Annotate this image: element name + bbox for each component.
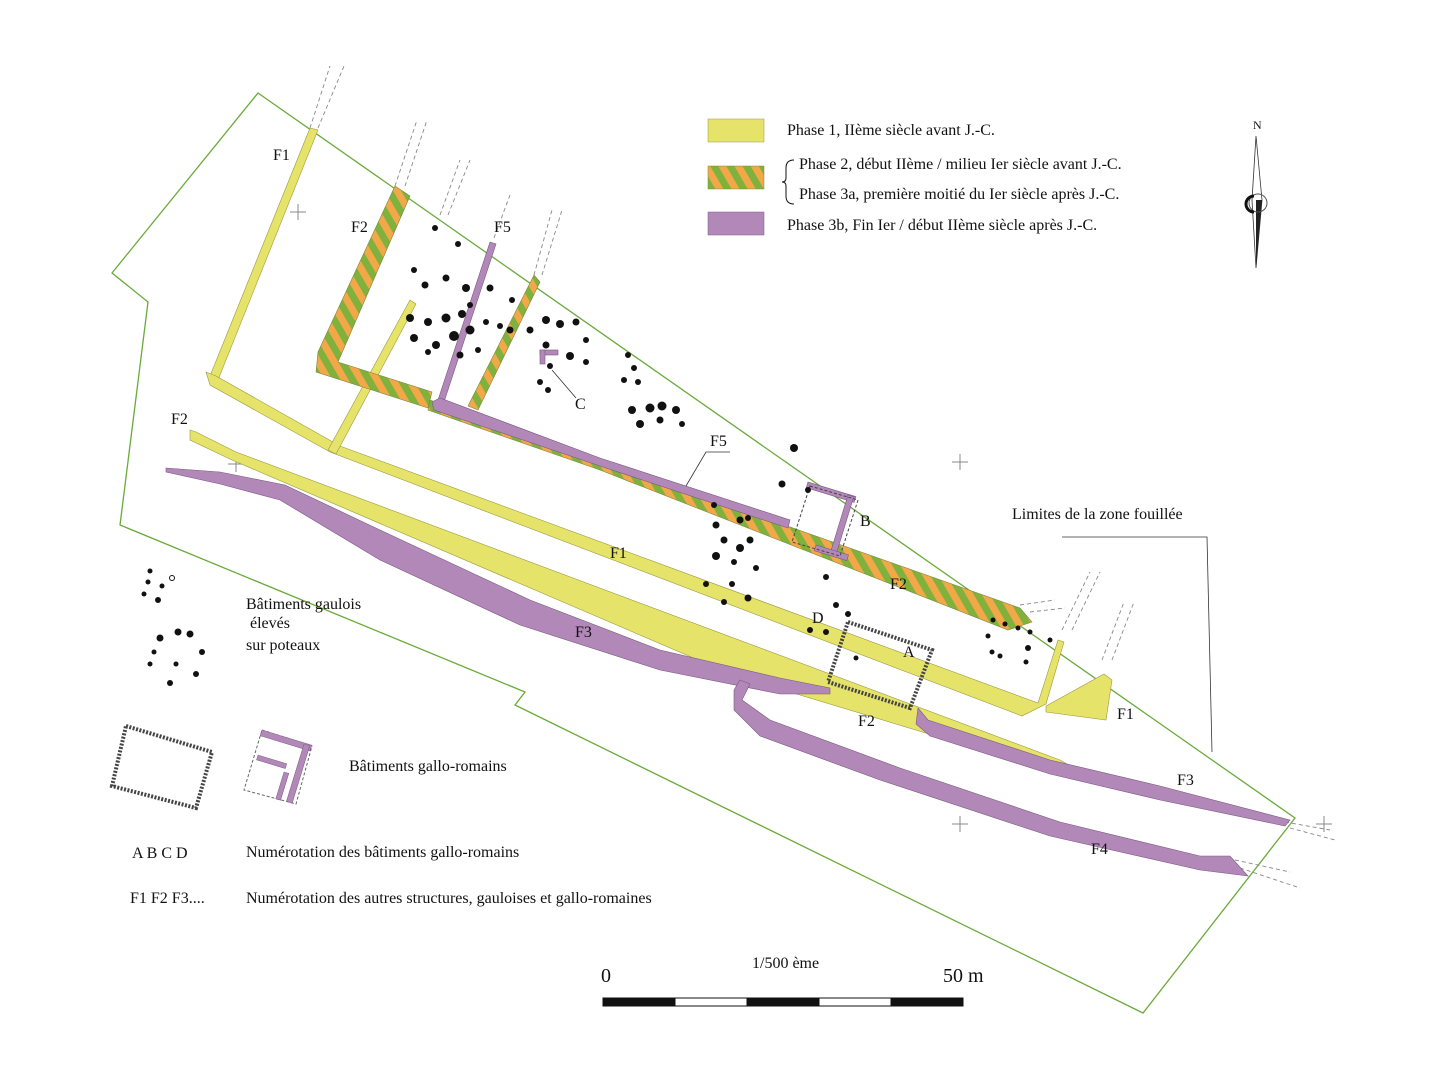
legend-swatch-phase2 bbox=[707, 165, 765, 190]
gallo-roman-buildings bbox=[791, 485, 935, 711]
ditch-f5-diag bbox=[431, 397, 791, 529]
key-gaulois-line3: sur poteaux bbox=[246, 637, 320, 654]
key-gaulois-icon bbox=[141, 568, 205, 686]
label-f2-mid: F2 bbox=[890, 576, 907, 593]
post-holes bbox=[406, 225, 1053, 665]
label-d: D bbox=[812, 610, 824, 627]
key-gaulois-line1: Bâtiments gaulois bbox=[246, 596, 361, 613]
ditch-f2-north-mid bbox=[467, 274, 541, 411]
legend-phase3b: Phase 3b, Fin Ier / début IIème siècle a… bbox=[787, 217, 1097, 234]
legend-swatch-phase1 bbox=[707, 118, 765, 143]
scale-bar bbox=[602, 997, 964, 1007]
key-building-a-icon bbox=[109, 723, 215, 811]
ditch-f4 bbox=[733, 679, 1249, 877]
label-b: B bbox=[860, 513, 871, 530]
svg-text:N: N bbox=[1253, 118, 1262, 132]
scale-ratio: 1/500 ème bbox=[752, 955, 819, 972]
phase1-structures bbox=[189, 127, 1113, 781]
leader-f5 bbox=[685, 451, 730, 487]
legend-phase2: Phase 2, début IIème / milieu Ier siècle… bbox=[799, 156, 1122, 173]
ditch-f3-west bbox=[165, 467, 831, 695]
label-f2-south: F2 bbox=[858, 713, 875, 730]
label-f1-north: F1 bbox=[273, 147, 290, 164]
key-gallo: Bâtiments gallo-romains bbox=[349, 758, 507, 775]
label-f3-west: F3 bbox=[575, 624, 592, 641]
label-f1-east: F1 bbox=[1117, 706, 1134, 723]
leader-limites bbox=[1062, 536, 1213, 753]
scale-end: 50 m bbox=[943, 965, 984, 987]
label-f2-north: F2 bbox=[351, 219, 368, 236]
label-limites: Limites de la zone fouillée bbox=[1012, 506, 1183, 523]
building-a bbox=[825, 619, 935, 711]
label-f1-mid: F1 bbox=[610, 545, 627, 562]
key-building-b-icon bbox=[243, 729, 313, 805]
dashed-extensions bbox=[309, 65, 1336, 889]
legend-phase3a: Phase 3a, première moitié du Ier siècle … bbox=[799, 186, 1119, 203]
key-gaulois-line2: élevés bbox=[250, 615, 290, 632]
label-c: C bbox=[575, 396, 586, 413]
legend-brace bbox=[781, 159, 795, 205]
label-f2-west: F2 bbox=[171, 411, 188, 428]
label-f3-east: F3 bbox=[1177, 772, 1194, 789]
ditch-f1-north bbox=[209, 127, 319, 381]
grid-crosses bbox=[228, 204, 1332, 832]
key-fnums-desc: Numérotation des autres structures, gaul… bbox=[246, 890, 652, 907]
label-f5-mid: F5 bbox=[710, 433, 727, 450]
north-arrow-icon: N bbox=[1244, 118, 1268, 269]
label-f4: F4 bbox=[1091, 841, 1108, 858]
leader-c bbox=[551, 369, 577, 399]
building-c-wall2 bbox=[539, 349, 546, 365]
legend-phase1: Phase 1, IIème siècle avant J.-C. bbox=[787, 122, 995, 139]
key-letters: A B C D bbox=[132, 845, 188, 862]
excavation-boundary bbox=[111, 92, 1296, 1014]
label-f5-north: F5 bbox=[494, 219, 511, 236]
key-fnums: F1 F2 F3.... bbox=[130, 890, 205, 907]
key-letters-desc: Numérotation des bâtiments gallo-romains bbox=[246, 844, 519, 861]
label-a: A bbox=[903, 644, 915, 661]
scale-start: 0 bbox=[601, 965, 611, 987]
ditch-f2-north-west bbox=[315, 185, 433, 409]
building-b-wall3 bbox=[813, 544, 849, 562]
ditch-f1-long bbox=[205, 371, 1065, 717]
ditch-f1-end bbox=[1045, 673, 1113, 721]
ditch-f3-east bbox=[915, 707, 1291, 827]
legend-swatch-phase3b bbox=[707, 211, 765, 236]
